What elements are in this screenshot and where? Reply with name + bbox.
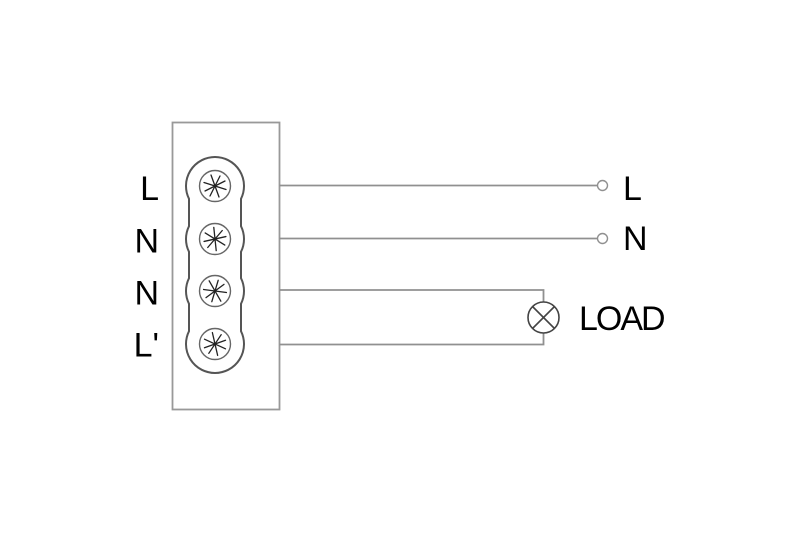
screw-heads [202, 174, 228, 357]
labels: L N N L' L N LOAD [134, 170, 666, 365]
screw-icon [202, 279, 228, 303]
lamp-cross-line [531, 305, 556, 330]
terminal-label-n1: N [134, 223, 159, 261]
terminal-label-lprime: L' [134, 327, 159, 365]
output-label-l: L [623, 170, 642, 208]
screw-icon [203, 226, 227, 252]
terminal-label-n2: N [134, 275, 159, 313]
wires [279, 179, 609, 346]
screw-icon [203, 174, 227, 198]
lamp-icon [527, 301, 560, 334]
output-terminal-n-icon [596, 232, 609, 245]
terminal-slot-outline [185, 155, 245, 375]
wire-load-top [279, 289, 545, 302]
screw-icon [203, 331, 227, 357]
wire-load-bottom [279, 333, 545, 346]
load-label: LOAD [579, 300, 664, 338]
output-label-n: N [623, 220, 648, 258]
output-terminal-l-icon [596, 179, 609, 192]
terminal-label-l: L [140, 170, 159, 208]
